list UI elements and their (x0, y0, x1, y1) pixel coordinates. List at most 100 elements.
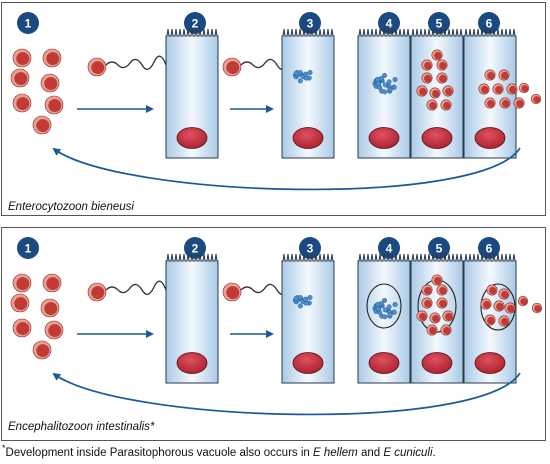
spore (436, 297, 448, 309)
return-arrow (52, 372, 521, 416)
cell-membrane (463, 28, 517, 159)
spore (421, 59, 433, 71)
spore (421, 297, 433, 309)
nucleus (474, 127, 506, 149)
meront (297, 78, 303, 84)
spore (431, 49, 443, 61)
spore (504, 302, 516, 314)
spore (426, 99, 438, 111)
meront (386, 79, 392, 85)
meront (293, 295, 299, 301)
spore (12, 48, 32, 68)
free-spores (10, 48, 64, 135)
step-label: 4 (386, 241, 393, 255)
spore (12, 273, 32, 293)
footnote-species-a: E hellem (313, 447, 358, 459)
germinating-spore (87, 55, 177, 77)
nucleus (292, 352, 324, 374)
step-circle (478, 237, 500, 259)
spore (499, 97, 511, 109)
asterisk-marker: * (149, 421, 155, 433)
meront (392, 302, 398, 308)
step-number-2: 2 (184, 12, 206, 34)
meront (375, 76, 381, 82)
spore (498, 69, 510, 81)
meront (387, 312, 393, 318)
germinating-spore (222, 280, 312, 302)
spore (421, 284, 433, 296)
meront (382, 82, 388, 88)
step-label: 2 (192, 16, 199, 30)
step-label: 5 (436, 241, 443, 255)
spore (484, 69, 496, 81)
spore (486, 284, 498, 296)
step-number-4: 4 (378, 237, 400, 259)
host-cell-5 (410, 28, 464, 159)
spore (440, 99, 452, 111)
spore (416, 85, 428, 97)
sporoplasm-cluster (372, 297, 398, 320)
spore (478, 83, 490, 95)
spore (42, 273, 62, 293)
meront (297, 303, 303, 309)
host-cell-4 (357, 28, 411, 159)
footnote-species-b: E cuniculi (383, 447, 433, 459)
meront (392, 77, 398, 83)
step-label: 5 (436, 16, 443, 30)
free-spores (10, 273, 64, 360)
nucleus (421, 127, 453, 149)
spore (426, 324, 438, 336)
step-circle (17, 12, 39, 34)
meront (382, 314, 388, 320)
cell-membrane (165, 28, 219, 159)
step-circle (428, 237, 450, 259)
spore (222, 57, 242, 77)
nucleus (474, 352, 506, 374)
spore (12, 93, 32, 113)
step-label: 6 (486, 16, 493, 30)
nucleus (421, 352, 453, 374)
meront (382, 297, 388, 303)
spore (44, 320, 64, 340)
footnote-end: . (432, 447, 436, 459)
spore (484, 314, 496, 326)
step-circle (184, 237, 206, 259)
meront (387, 87, 393, 93)
species-label: Enterocytozoon bieneusi (8, 201, 134, 213)
meront (386, 304, 392, 310)
spore (222, 282, 242, 302)
meront (293, 70, 299, 76)
spore (442, 310, 454, 322)
spore (493, 300, 505, 312)
host-cell-3 (281, 253, 335, 384)
spore (518, 82, 530, 94)
meront (382, 89, 388, 95)
cell-membrane (281, 28, 335, 159)
spore (436, 59, 448, 71)
step-number-4: 4 (378, 12, 400, 34)
host-cell-4 (357, 253, 411, 384)
step-circle (428, 12, 450, 34)
step-label: 4 (386, 16, 393, 30)
spore (436, 284, 448, 296)
cell-membrane (165, 253, 219, 384)
sporoplasm-cluster (292, 295, 313, 309)
germinating-spore (87, 280, 177, 302)
meront (375, 306, 381, 312)
cell-membrane (281, 253, 335, 384)
spore (506, 83, 518, 95)
nucleus (176, 127, 208, 149)
spore (87, 57, 107, 77)
spore (442, 85, 454, 97)
step-number-3: 3 (299, 237, 321, 259)
spore (87, 282, 107, 302)
step-number-1: 1 (17, 237, 39, 259)
spore (421, 72, 433, 84)
spore (42, 48, 62, 68)
step-label: 3 (307, 16, 314, 30)
spore (517, 295, 529, 307)
step-number-2: 2 (184, 237, 206, 259)
